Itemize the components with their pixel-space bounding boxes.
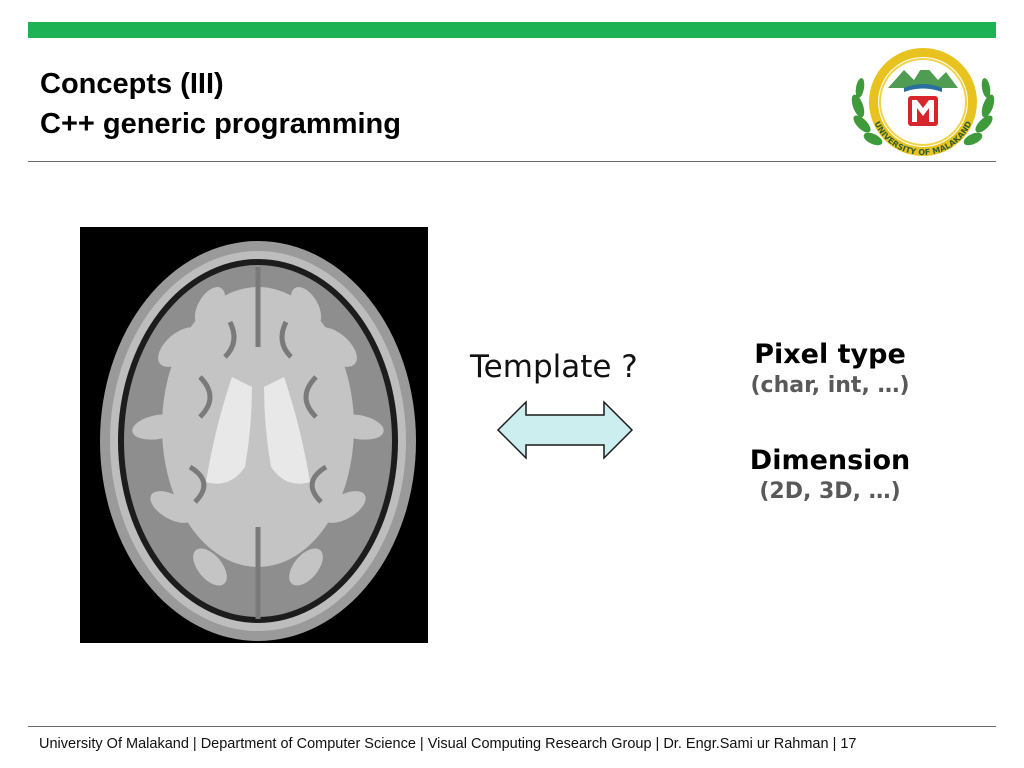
template-label: Template ? — [470, 349, 638, 385]
dimension-examples: (2D, 3D, …) — [759, 479, 901, 504]
double-arrow-icon — [496, 400, 634, 460]
brain-mri-image — [80, 227, 428, 643]
university-logo: UNIVERSITY OF MALAKAND — [848, 40, 998, 158]
slide-title-line-1: Concepts (III) — [40, 68, 224, 100]
pixel-type-examples: (char, int, …) — [750, 373, 910, 398]
footer-text: University Of Malakand | Department of C… — [39, 736, 857, 752]
pixel-type-heading: Pixel type — [754, 339, 906, 370]
top-accent-bar — [28, 22, 996, 38]
dimension-block: Dimension (2D, 3D, …) — [700, 444, 960, 506]
slide-title-line-2: C++ generic programming — [40, 108, 401, 140]
pixel-type-block: Pixel type (char, int, …) — [700, 338, 960, 400]
header-divider — [28, 161, 996, 162]
slide-title: Concepts (III) C++ generic programming — [40, 64, 401, 144]
dimension-heading: Dimension — [749, 445, 911, 476]
footer-divider — [28, 726, 996, 727]
